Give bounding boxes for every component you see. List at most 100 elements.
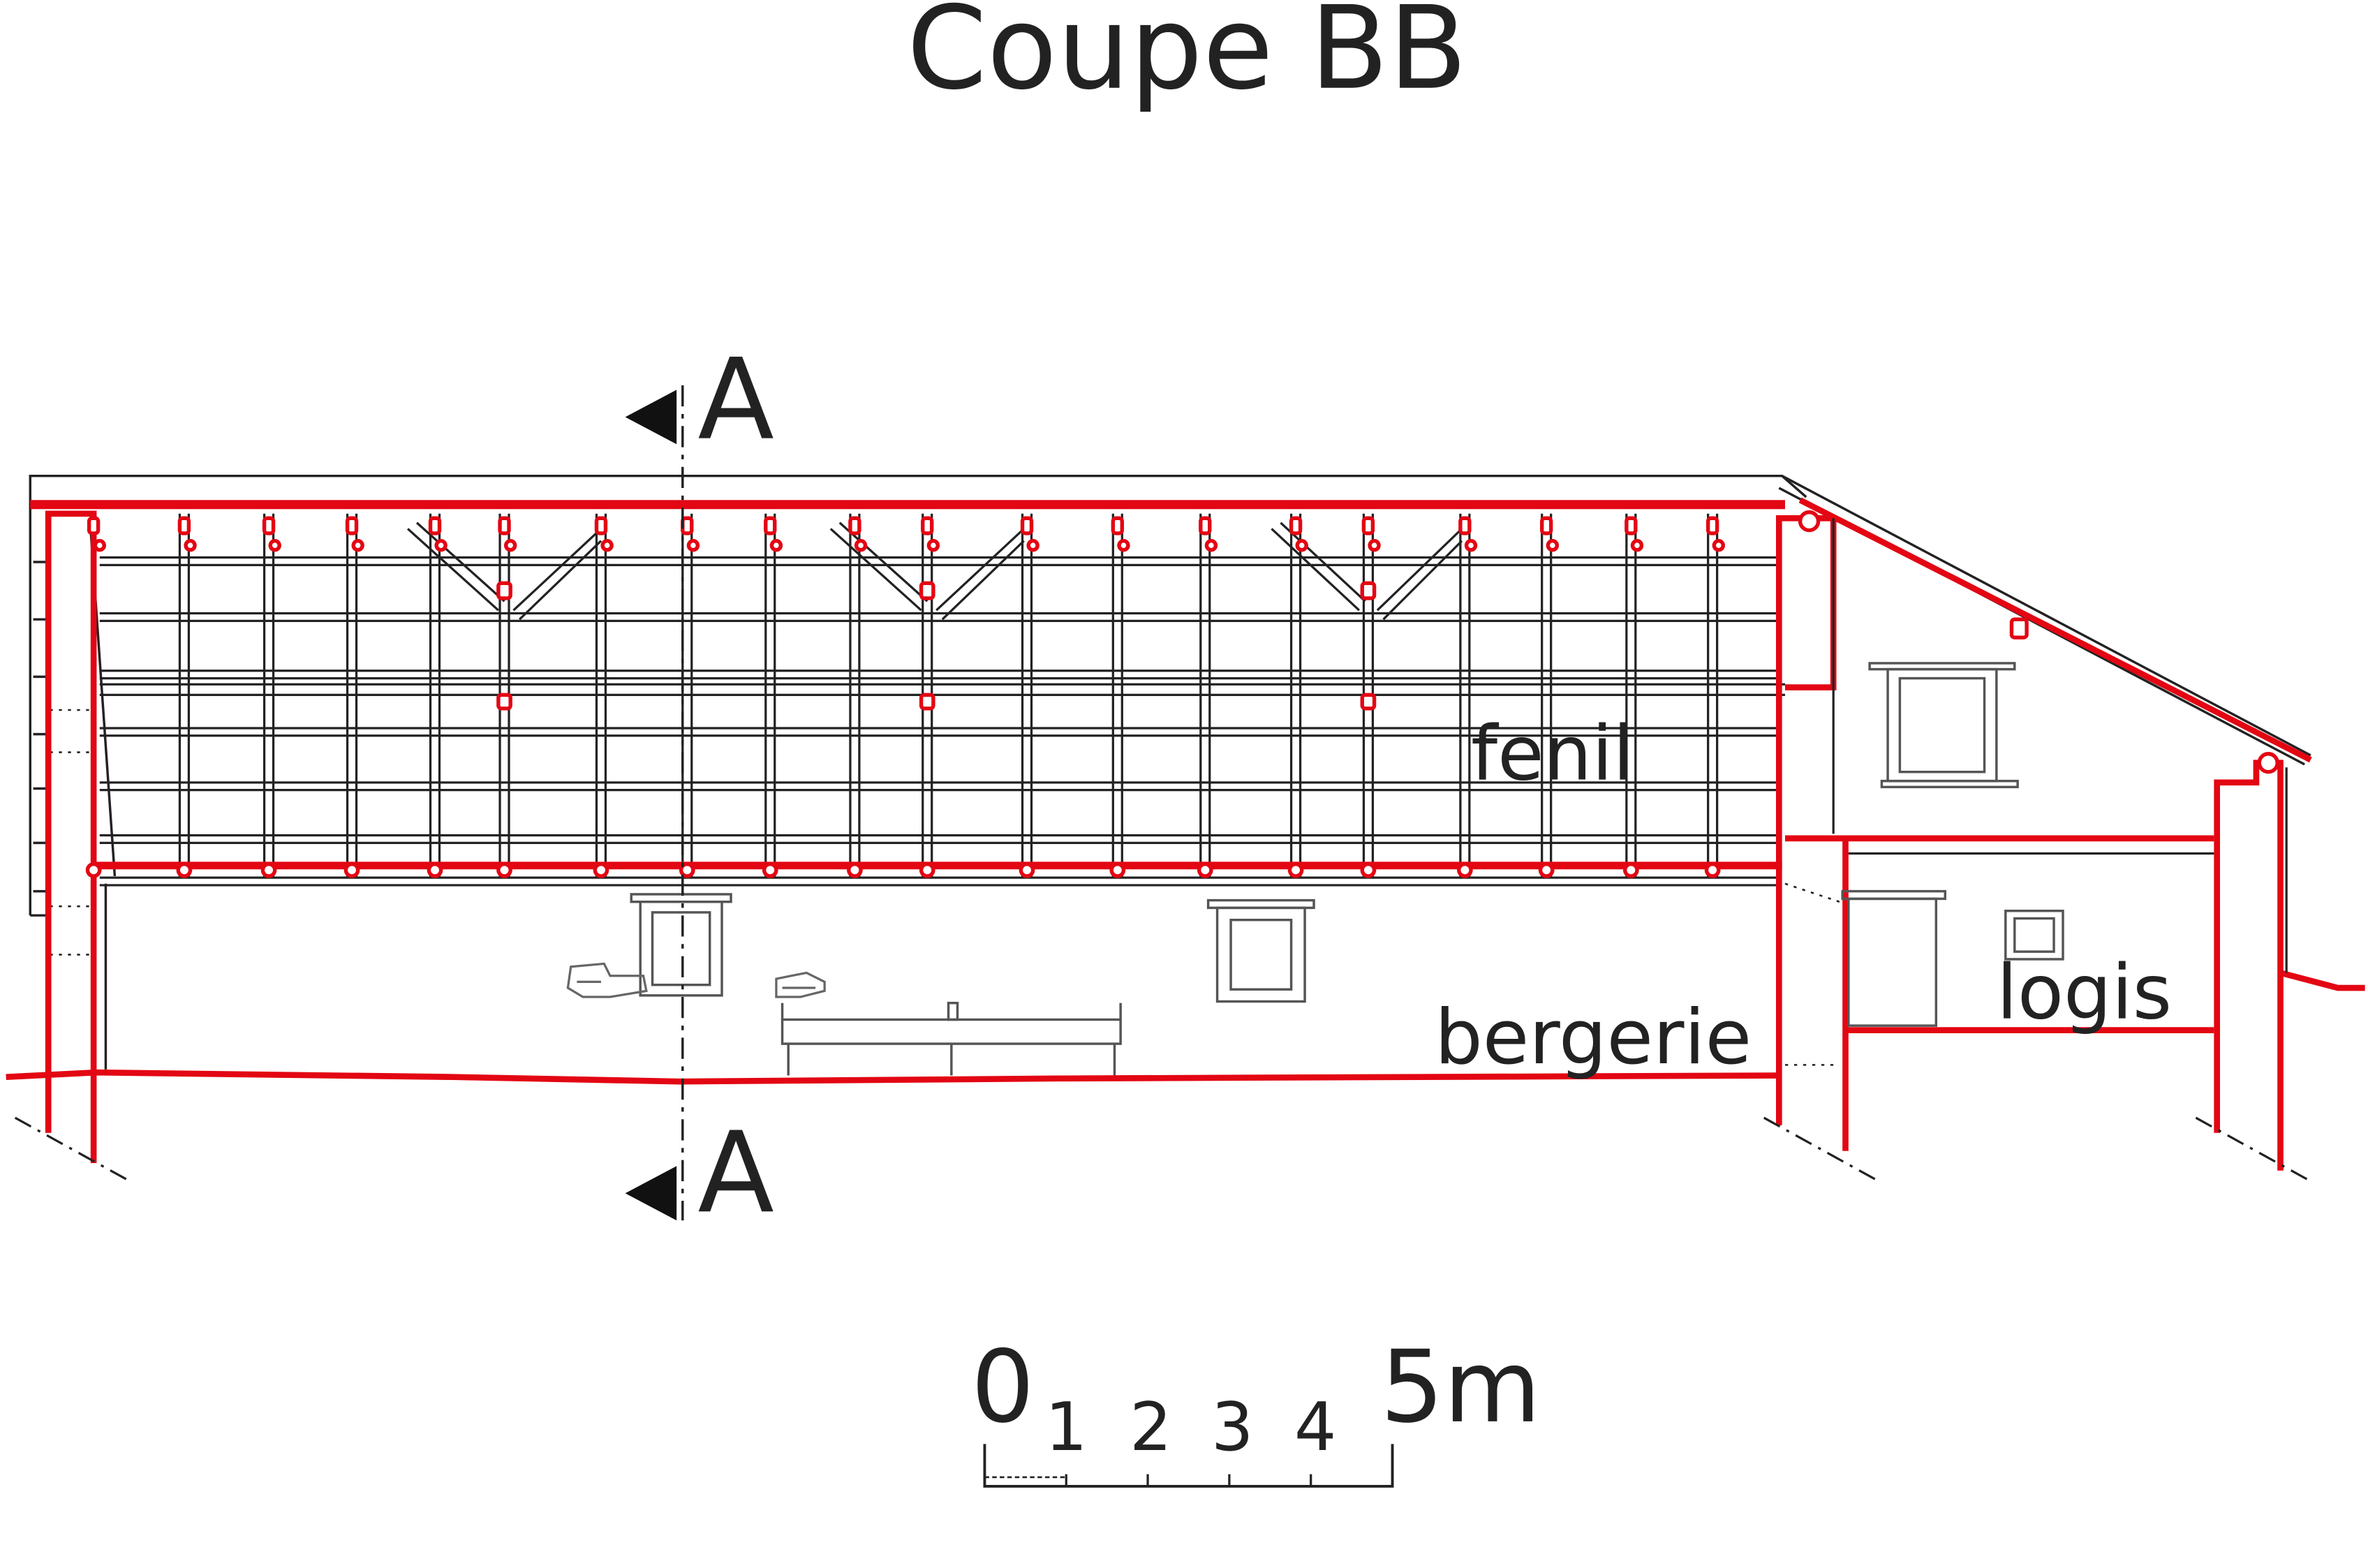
purlin-section — [1630, 539, 1644, 552]
barn-window-left — [630, 893, 732, 997]
floor-joist-section — [919, 861, 935, 878]
floor-joist-section — [679, 861, 695, 878]
purlin-section — [926, 539, 940, 552]
section-letter-bottom: A — [697, 1107, 774, 1238]
floor-joist-section — [1019, 861, 1035, 878]
floor-joist-section — [847, 861, 863, 878]
floor-joist-section — [85, 861, 102, 878]
floor-joist-section — [1360, 861, 1377, 878]
purlin-section — [1199, 516, 1212, 535]
purlin-section — [600, 539, 614, 552]
scale-tick-label: 4 — [1294, 1389, 1337, 1466]
floor-joist-section — [260, 861, 277, 878]
purlin-section — [262, 516, 276, 535]
barn-window-center — [1206, 898, 1315, 1003]
label-logis: logis — [1997, 948, 2172, 1036]
ridge-section — [1798, 510, 1821, 533]
scale-start-label: 0 — [971, 1329, 1035, 1445]
section-line-a: A A — [625, 334, 774, 1238]
dwelling-door — [1841, 889, 1947, 1027]
purlin-section — [434, 539, 447, 552]
floor-joist-section — [593, 861, 609, 878]
section-arrow-bottom-icon — [625, 1166, 677, 1221]
eave-section — [2257, 752, 2279, 774]
purlin-section — [351, 539, 364, 552]
floor-joist-section — [176, 861, 193, 878]
section-letter-top: A — [697, 334, 774, 465]
purlin-section — [503, 539, 517, 552]
purlin-section — [1204, 539, 1218, 552]
dwelling-window-small — [2004, 909, 2064, 961]
dwelling-window-upper — [1868, 662, 2019, 789]
floor-joist-section — [496, 861, 512, 878]
scale-tick-label: 2 — [1130, 1389, 1172, 1466]
purlin-section — [1117, 539, 1130, 552]
purlin-section — [686, 539, 700, 552]
post-section — [919, 581, 935, 600]
purlin-section — [1111, 516, 1125, 535]
floor-joist-section — [762, 861, 778, 878]
corbel-right — [775, 971, 826, 998]
dwelling-walls — [1832, 518, 2288, 973]
purlin-section — [1546, 539, 1560, 552]
purlin-section — [1368, 539, 1381, 552]
purlin-section — [1712, 539, 1725, 552]
corbel-left — [566, 962, 648, 998]
purlin-section — [498, 516, 511, 535]
floor-joist-section — [1704, 861, 1721, 878]
purlin-section — [1464, 539, 1478, 552]
label-bergerie: bergerie — [1435, 993, 1752, 1081]
label-fenil: fenil — [1471, 710, 1634, 798]
purlin-section — [177, 516, 191, 535]
purlin-section — [268, 539, 281, 552]
floor-joist-section — [427, 861, 443, 878]
floor-joist-section — [1457, 861, 1473, 878]
post-section — [919, 693, 935, 711]
scale-bar: 0 5m 1 2 3 4 — [971, 1329, 1541, 1488]
hayloft-braces — [406, 522, 1463, 621]
left-wall-dotted — [50, 709, 94, 956]
purlin-sections — [85, 510, 2279, 878]
scale-tick-label: 3 — [1211, 1389, 1254, 1466]
foundation-lines — [14, 1116, 2311, 1183]
rafter-section — [2009, 617, 2029, 639]
purlin-section — [1361, 516, 1375, 535]
purlin-section — [87, 516, 101, 535]
floor-joist-section — [1287, 861, 1304, 878]
purlin-section — [921, 516, 934, 535]
purlin-section — [428, 516, 442, 535]
purlin-section — [848, 516, 861, 535]
purlin-section — [1625, 516, 1638, 535]
left-wall-outline — [29, 503, 117, 1070]
section-arrow-top-icon — [625, 390, 677, 445]
hayloft-framing — [99, 556, 1785, 887]
purlin-section — [1705, 516, 1719, 535]
drawing-title: Coupe BB — [907, 0, 1467, 115]
purlin-section — [854, 539, 868, 552]
post-section — [1360, 693, 1377, 711]
left-wall-steps — [33, 561, 47, 893]
purlin-section — [764, 516, 777, 535]
scale-tick-label: 1 — [1045, 1389, 1088, 1466]
purlin-section — [345, 516, 359, 535]
dwelling-dotted — [1784, 882, 1840, 1066]
purlin-section — [1020, 516, 1034, 535]
purlin-section — [1289, 516, 1303, 535]
purlin-section — [93, 539, 106, 552]
purlin-section — [594, 516, 608, 535]
purlin-section — [184, 539, 197, 552]
purlin-section — [1458, 516, 1472, 535]
purlin-section — [1295, 539, 1308, 552]
floor-joist-section — [1197, 861, 1213, 878]
purlin-section — [1539, 516, 1553, 535]
purlin-section — [1026, 539, 1039, 552]
purlin-section — [769, 539, 783, 552]
post-section — [496, 581, 512, 600]
floor-joist-section — [1622, 861, 1639, 878]
purlin-section — [681, 516, 694, 535]
floor-joist-section — [343, 861, 360, 878]
post-section — [496, 693, 512, 711]
post-section — [1360, 581, 1377, 600]
scale-end-label: 5m — [1380, 1329, 1541, 1445]
